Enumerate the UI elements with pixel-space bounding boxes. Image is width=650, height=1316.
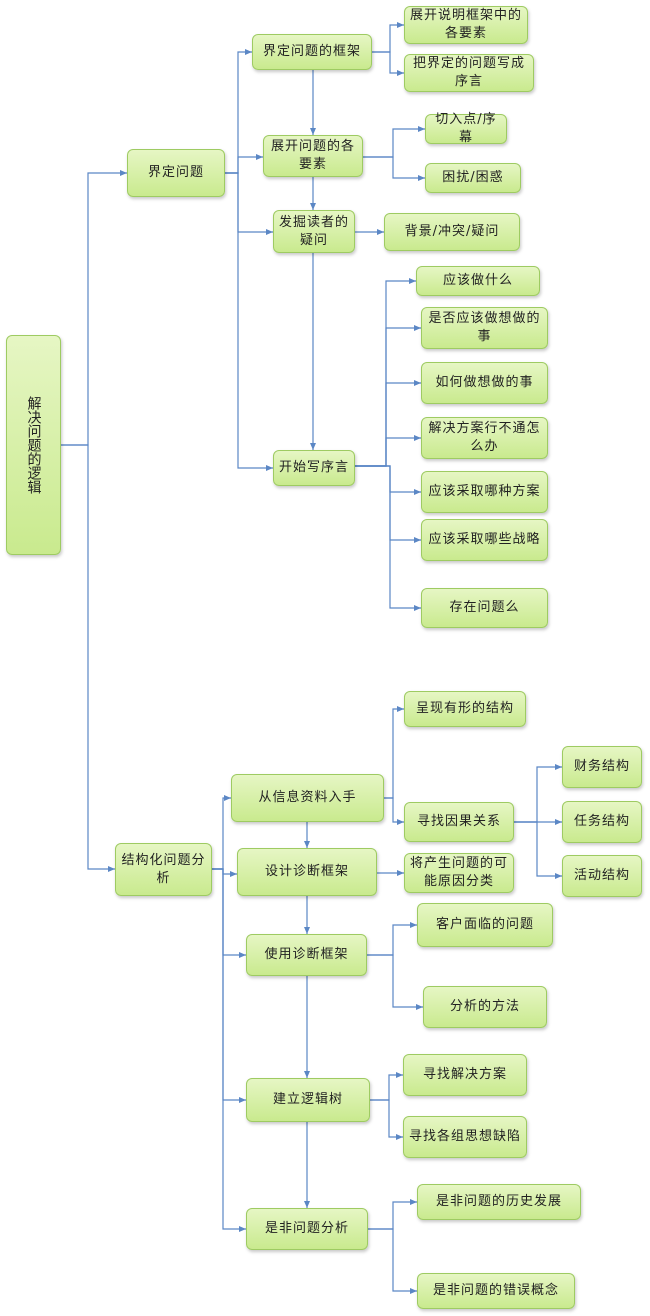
node-reader-questions: 发掘读者的疑问: [273, 210, 355, 253]
node-structural-analysis: 结构化问题分析: [115, 843, 212, 896]
node-preface-child: 应该采取哪些战略: [421, 519, 548, 561]
defining-label: 界定问题: [147, 165, 204, 180]
node-yesno-child: 是非问题的错误概念: [417, 1273, 575, 1309]
node-use-framework: 使用诊断框架: [246, 934, 367, 976]
node-preface-child: 是否应该做想做的事: [421, 307, 548, 349]
use-label: 使用诊断框架: [264, 947, 349, 962]
node-preface-child: 应该采取哪种方案: [421, 471, 548, 513]
elements-label: 展开问题的各要素: [270, 139, 355, 172]
node-frame-child: 展开说明框架中的各要素: [404, 6, 528, 44]
node-write-preface: 开始写序言: [273, 450, 355, 486]
node-info-child: 寻找因果关系: [404, 802, 514, 842]
node-structure-type: 任务结构: [562, 801, 642, 843]
node-yesno-child: 是非问题的历史发展: [417, 1184, 581, 1220]
node-elements-child: 困扰/困惑: [425, 163, 521, 193]
node-preface-child: 解决方案行不通怎么办: [421, 417, 548, 459]
node-from-information: 从信息资料入手: [231, 774, 384, 822]
node-problem-frame: 界定问题的框架: [252, 34, 372, 70]
node-structure-type: 活动结构: [562, 855, 642, 897]
node-design-child: 将产生问题的可能原因分类: [404, 853, 514, 893]
design-label: 设计诊断框架: [264, 864, 349, 879]
node-preface-child: 如何做想做的事: [421, 362, 548, 404]
node-preface-child: 存在问题么: [421, 588, 548, 628]
node-yesno-analysis: 是非问题分析: [246, 1208, 368, 1250]
node-structure-type: 财务结构: [562, 746, 642, 788]
node-tree-child: 寻找各组思想缺陷: [403, 1116, 527, 1158]
node-defining-problem: 界定问题: [127, 149, 225, 197]
tree-label: 建立逻辑树: [272, 1092, 343, 1107]
node-info-child: 呈现有形的结构: [404, 691, 526, 727]
node-use-child: 分析的方法: [423, 986, 547, 1028]
node-logic-tree: 建立逻辑树: [246, 1078, 370, 1122]
node-problem-elements: 展开问题的各要素: [263, 135, 363, 177]
node-tree-child: 寻找解决方案: [403, 1054, 527, 1096]
frame-label: 界定问题的框架: [262, 44, 361, 59]
node-frame-child: 把界定的问题写成序言: [404, 54, 534, 92]
root-label: 解决问题的逻辑: [25, 396, 42, 494]
info-label: 从信息资料入手: [258, 790, 357, 805]
node-preface-child: 应该做什么: [416, 266, 540, 296]
reader-label: 发掘读者的疑问: [278, 214, 349, 248]
node-use-child: 客户面临的问题: [417, 903, 553, 947]
node-design-framework: 设计诊断框架: [237, 848, 377, 896]
node-elements-child: 切入点/序幕: [425, 112, 507, 145]
yesno-label: 是非问题分析: [264, 1221, 349, 1236]
root-node: 解决问题的逻辑: [6, 335, 61, 555]
structural-label: 结构化问题分析: [121, 852, 206, 886]
preface-label: 开始写序言: [278, 460, 349, 475]
node-reader-child: 背景/冲突/疑问: [384, 213, 520, 251]
